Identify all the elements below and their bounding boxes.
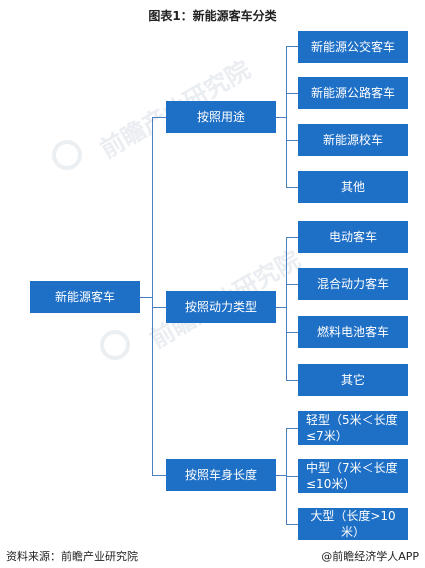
connector-to-length [152, 475, 166, 476]
leaf-node: 新能源公路客车 [298, 77, 408, 109]
category-node-power: 按照动力类型 [166, 291, 276, 323]
connector-power-trunk [286, 237, 287, 380]
leaf-node: 中型（7米＜长度≤10米） [298, 459, 408, 493]
connector-length-item [286, 428, 298, 429]
connector-power-item [286, 380, 298, 381]
leaf-node: 新能源公交客车 [298, 31, 408, 63]
leaf-node: 大型（长度>10米） [298, 508, 408, 540]
connector-power-item [286, 332, 298, 333]
connector-trunk-level1 [152, 117, 153, 475]
connector-to-power [152, 307, 166, 308]
connector-usage-item [286, 140, 298, 141]
source-note: 资料来源：前瞻产业研究院 [6, 550, 138, 563]
connector-length-item [286, 524, 298, 525]
watermark-logo-icon [52, 140, 82, 170]
connector-length-out [276, 475, 286, 476]
category-node-length: 按照车身长度 [166, 459, 276, 491]
leaf-node: 轻型（5米＜长度≤7米） [298, 411, 408, 445]
connector-power-item [286, 237, 298, 238]
leaf-node: 其他 [298, 171, 408, 203]
leaf-node: 新能源校车 [298, 124, 408, 156]
connector-power-item [286, 284, 298, 285]
root-node: 新能源客车 [30, 281, 140, 313]
watermark-logo-icon [100, 330, 130, 360]
brand-credit: @前瞻经济学人APP [321, 550, 419, 563]
connector-usage-trunk [286, 46, 287, 187]
figure-title: 图表1：新能源客车分类 [148, 9, 277, 23]
connector-length-item [286, 476, 298, 477]
category-node-usage: 按照用途 [166, 101, 276, 133]
connector-to-usage [152, 117, 166, 118]
leaf-node: 其它 [298, 364, 408, 396]
connector-usage-item [286, 93, 298, 94]
connector-usage-out [276, 117, 286, 118]
leaf-node: 电动客车 [298, 221, 408, 253]
connector-root [140, 297, 152, 298]
leaf-node: 混合动力客车 [298, 268, 408, 300]
connector-usage-item [286, 46, 298, 47]
leaf-node: 燃料电池客车 [298, 316, 408, 348]
connector-usage-item [286, 187, 298, 188]
connector-power-out [276, 307, 286, 308]
